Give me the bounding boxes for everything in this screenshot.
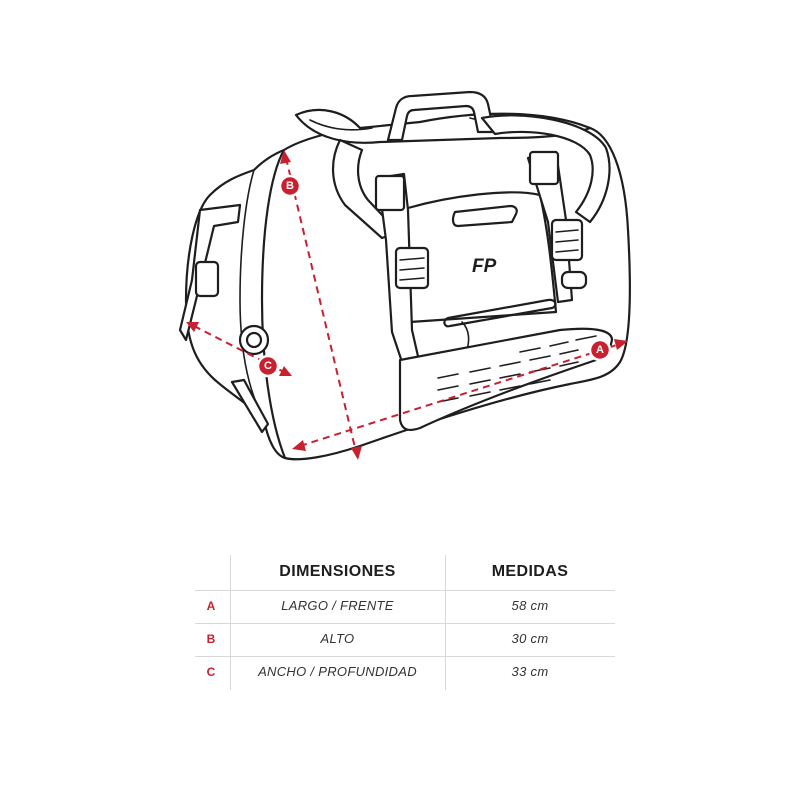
side-valve-inner (245, 331, 263, 349)
header-measures: MEDIDAS (491, 563, 569, 580)
dimension-b-arrow-top (280, 150, 291, 164)
row-a-dimension: LARGO / FRENTE (281, 598, 394, 613)
row-b-key: B (206, 632, 216, 646)
dimension-b-line (285, 157, 357, 453)
bag-end-panel (260, 148, 287, 460)
dimension-c-arrow-left (186, 322, 199, 332)
dimension-b-arrow-bottom (351, 446, 362, 460)
marker-b-letter: B (286, 180, 294, 192)
row-a-key: A (206, 599, 216, 613)
right-buckle-lines (555, 229, 579, 253)
zip-pocket-opening (443, 298, 557, 328)
left-buckle-lines (399, 257, 425, 281)
row-b-dimension: ALTO (320, 631, 355, 646)
row-c-dimension: ANCHO / PROFUNDIDAD (258, 664, 417, 679)
brand-logo: FP (472, 256, 497, 277)
marker-c-badge (256, 354, 280, 378)
marker-a-badge (588, 338, 612, 362)
side-valve (238, 324, 270, 356)
bag-illustration: FP B C A (178, 90, 632, 461)
row-c-key: C (206, 665, 216, 679)
left-upper-buckle (374, 174, 406, 212)
row-b-measure: 30 cm (511, 631, 549, 646)
flap-handle-slot (451, 204, 518, 228)
roll-top-crease (309, 119, 373, 131)
table-divider-measure (445, 555, 446, 690)
dimension-a-arrow-right (614, 339, 628, 350)
dimensions-table: DIMENSIONES MEDIDAS A LARGO / FRENTE 58 … (195, 555, 615, 695)
top-grab-handle (386, 90, 496, 142)
bag-end-fold (239, 169, 265, 421)
right-shoulder-strap (480, 114, 611, 224)
right-upper-buckle (528, 150, 560, 186)
right-d-ring (560, 270, 588, 290)
marker-b-badge (278, 174, 302, 198)
row-a-measure: 58 cm (511, 598, 549, 613)
dimension-c-arrow-right (279, 366, 292, 376)
side-reflective-patch (230, 378, 270, 434)
marker-c-letter: C (264, 360, 272, 372)
row-c-measure: 33 cm (511, 664, 549, 679)
side-strap (178, 203, 242, 342)
table-row-divider (195, 656, 615, 657)
dimension-a-arrow-left (292, 440, 306, 451)
side-buckle (194, 260, 220, 298)
header-dimensions: DIMENSIONES (279, 563, 396, 580)
table-row-divider (195, 590, 615, 591)
molle-slots (437, 335, 597, 403)
dimension-a-line (299, 343, 621, 447)
table-divider-key (230, 555, 231, 690)
table-row-divider (195, 623, 615, 624)
marker-a-letter: A (596, 344, 604, 356)
